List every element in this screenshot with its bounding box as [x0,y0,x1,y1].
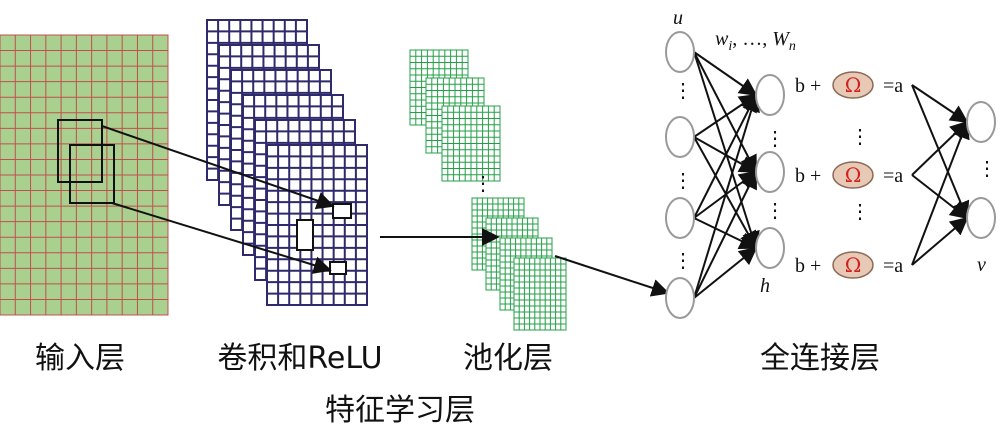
omega-bubble [832,161,874,189]
edge-u4-h3 [693,246,758,299]
u-node-3 [665,197,695,239]
equals-a-text: =a [883,255,903,277]
conv-highlight-2 [296,219,314,251]
omega-bubble [832,251,874,279]
u-label: u [673,7,683,29]
pool-vertical-ellipsis: ⋮ [473,173,493,195]
arrow-input-to-conv-1 [101,125,335,210]
v-node-1 [966,101,996,143]
pooling-maps-top [409,49,501,182]
bias-row-2: b + Ω =a [795,161,903,189]
bias-plus-text: b + [795,75,821,97]
bias-row-3: b + Ω =a [795,251,903,279]
v-node-2 [966,197,996,239]
u-node-4 [665,277,695,319]
weights-label: wi, …, Wn [715,28,796,54]
edge-u4-h1 [693,93,760,299]
edge-a1-v2 [911,84,970,220]
arrow-pool-to-fc [554,255,670,297]
input-grid [0,34,169,316]
fc-layer-label: 全连接层 [760,341,880,376]
edge-u3-h1 [693,93,757,219]
edge-a2-v1 [911,120,969,176]
bias-activation-rows: b + Ω =a b + Ω =a b + Ω =a [795,71,903,279]
pool-map-top-3 [441,105,501,182]
arrow-input-to-conv-2 [111,202,332,274]
pooling-layer-label: 池化层 [463,341,553,376]
receptive-field-box-1 [57,119,103,183]
omega-bubble [832,71,874,99]
pooling-maps-bottom [471,197,567,331]
bias-plus-text: b + [795,255,821,277]
u-ellipsis-2: ⋮ [673,170,693,192]
v-label: v [977,254,986,276]
v-ellipsis: ⋮ [977,158,997,180]
h-ellipsis-1: ⋮ [765,128,785,150]
h-node-3 [755,227,785,269]
feature-learning-label: 特征学习层 [325,393,475,428]
u-ellipsis-1: ⋮ [673,80,693,102]
edge-a2-v2 [911,174,969,220]
edge-u2-h3 [693,136,757,250]
u-node-2 [665,116,695,158]
row-ellipsis-2: ⋮ [850,201,870,223]
conv-feature-maps [206,19,368,306]
omega-symbol: Ω [845,253,862,277]
equals-a-text: =a [883,75,903,97]
h-label: h [760,275,770,297]
input-layer-grid [0,34,169,316]
u-node-1 [665,31,695,73]
fc-nodes [665,31,996,319]
edge-a3-v2 [911,216,969,266]
h-node-1 [755,74,785,116]
omega-symbol: Ω [845,163,862,187]
row-ellipsis-1: ⋮ [850,126,870,148]
edge-u1-h3 [693,51,760,250]
fc-connections [693,51,970,299]
omega-symbol: Ω [845,73,862,97]
pool-map-bottom-4 [513,257,567,331]
h-node-2 [755,151,785,193]
edge-u1-h2 [693,51,757,174]
conv-map-6 [266,144,368,306]
u-ellipsis-3: ⋮ [673,250,693,272]
conv-highlight-3 [329,261,347,275]
conv-relu-label: 卷积和ReLU [217,341,382,376]
bias-plus-text: b + [795,165,821,187]
edge-u1-h1 [693,51,758,97]
edge-u2-h1 [693,93,758,138]
bias-row-1: b + Ω =a [795,71,903,99]
edge-a3-v1 [911,120,970,266]
equals-a-text: =a [883,165,903,187]
receptive-field-box-2 [69,144,115,204]
h-ellipsis-2: ⋮ [765,200,785,222]
input-layer-label: 输入层 [35,341,125,376]
conv-highlight-1 [332,203,352,219]
edge-a1-v1 [911,84,969,124]
svg-text:wi, …, Wn: wi, …, Wn [715,28,796,54]
edge-u4-h2 [693,170,757,299]
